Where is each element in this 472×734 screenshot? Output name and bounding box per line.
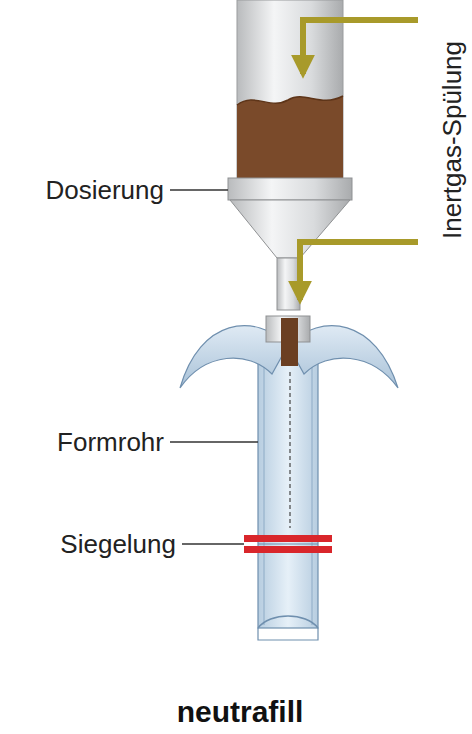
leader-line [170,190,258,544]
gas-arrow [300,20,418,300]
gas-label: Inertgas-Spülung [437,41,467,239]
part-label: Dosierung [45,175,164,205]
part-label: Formrohr [57,427,164,457]
hopper [228,0,352,310]
part-label: Siegelung [60,529,176,559]
forming-tube [180,316,398,640]
caption: neutrafill [177,695,304,729]
